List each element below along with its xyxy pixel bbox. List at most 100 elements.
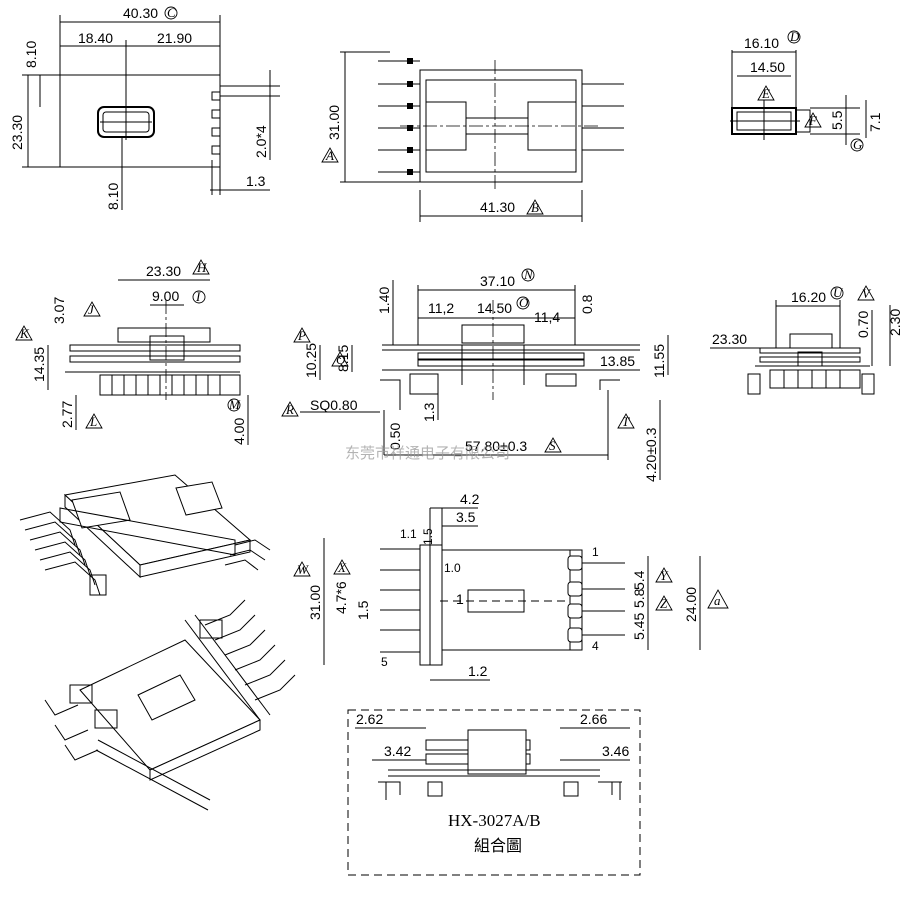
mark-l: L <box>89 414 97 429</box>
dim-a: 11,2 <box>428 300 454 316</box>
mark-k: K <box>19 326 30 341</box>
dim-h1: 10.25 <box>303 343 319 378</box>
dim-h3: 11.55 <box>651 344 667 378</box>
mark-x: X <box>337 560 347 575</box>
dim-d2: 0.50 <box>387 423 403 450</box>
dim-sr-h1: 0.70 <box>855 311 871 338</box>
dim-top-left: 18.40 <box>78 30 113 46</box>
dim-b-e: 1.0 <box>444 561 461 575</box>
dim-inner-14: 14.50 <box>750 59 785 75</box>
dim-width-31: 31.00 <box>326 105 342 140</box>
dim-h2: 7.1 <box>867 112 883 132</box>
dim-outer-16: 16.10 <box>744 35 779 51</box>
pin-1: 1 <box>592 545 599 559</box>
front-view: 37.10 N 11,2 14.50 O 11,4 1.40 0.8 P 10.… <box>281 267 669 482</box>
dim-pitch2: 5.45 <box>631 613 647 640</box>
mark-t: T <box>622 414 630 429</box>
pin-5: 5 <box>381 655 388 669</box>
end-view: 16.10 D 14.50 E F 5.5 7.1 G <box>730 29 883 152</box>
mark-p: P <box>297 328 306 343</box>
mark-u: U <box>833 285 844 300</box>
assembly-view: 2.62 2.66 3.42 3.46 HX-3027A/B 組合圖 <box>347 709 641 876</box>
dim-bottom-off: 8.10 <box>105 183 121 210</box>
dim-pin-thk: 1.3 <box>246 173 266 189</box>
isometric-top <box>19 474 271 596</box>
dim-d1: 1.3 <box>421 402 437 422</box>
dim-b-i: 1.2 <box>468 663 488 679</box>
mark-g: G <box>853 137 863 152</box>
mark-y: Y <box>660 568 669 583</box>
mark-b: B <box>531 200 539 215</box>
dim-b-b: 3.5 <box>456 509 476 525</box>
dim-asm-r1: 2.66 <box>580 711 607 727</box>
dim-b-f: 31.00 <box>307 585 323 620</box>
mark-h: H <box>196 260 207 275</box>
dim-sq: SQ0.80 <box>310 397 358 413</box>
dim-hpin: 4.00 <box>231 418 247 445</box>
dim-pin-pitch: 2.0*4 <box>253 125 269 158</box>
mark-e: E <box>761 86 770 101</box>
mark-z: Z <box>660 596 668 611</box>
watermark: 东莞市祥通电子有限公司 <box>345 444 510 462</box>
model-number: HX-3027A/B <box>448 811 541 830</box>
dim-b-g: 4.7*6 <box>333 581 349 614</box>
dim-length-41: 41.30 <box>480 199 515 215</box>
dim-pin-len: 4.20±0.3 <box>643 427 659 482</box>
mark-a-lower: a <box>714 593 721 608</box>
dim-side-inner: 9.00 <box>152 288 179 304</box>
dim-t1: 1.40 <box>376 287 392 314</box>
dim-pitch1: 5.4 <box>631 570 647 590</box>
dim-b-d: 1.5 <box>421 528 435 545</box>
mark-q: Q <box>336 352 346 367</box>
pin-4: 4 <box>592 639 599 653</box>
mark-i: I <box>195 289 201 304</box>
top-view: 40.30 C 18.40 21.90 23.30 8.10 8.10 2.0*… <box>9 5 280 210</box>
dim-b-h: 1.5 <box>355 600 371 620</box>
mark-m: M <box>228 397 241 412</box>
dim-front-width: 37.10 <box>480 273 515 289</box>
dim-h4: 13.85 <box>600 353 635 369</box>
dim-side-width: 23.30 <box>146 263 181 279</box>
dim-h1: 5.5 <box>829 110 845 130</box>
mark-c: C <box>167 5 176 20</box>
dim-b-a: 4.2 <box>460 491 480 507</box>
drawing-caption: 組合圖 <box>474 836 522 855</box>
pin-view: 1 4 5 4.2 3.5 1.1 1.5 1.0 31.00 W X 4.7*… <box>293 491 729 681</box>
dim-top-off: 8.10 <box>23 41 39 68</box>
dim-hlow: 2.77 <box>59 401 75 428</box>
dim-asm-r2: 3.46 <box>602 743 629 759</box>
dim-sr-width: 16.20 <box>791 289 826 305</box>
top-plan-view: 31.00 A 41.30 B <box>321 51 624 222</box>
mark-v: V <box>862 286 872 301</box>
mark-o: O <box>519 295 529 310</box>
dim-sr-total: 23.30 <box>712 331 747 347</box>
dim-top-right: 21.90 <box>157 30 192 46</box>
dim-htop: 3.07 <box>51 297 67 324</box>
pin-1-inner: 1 <box>456 591 464 607</box>
dim-b: 14.50 <box>477 300 512 316</box>
dim-top-width: 40.30 <box>123 5 158 21</box>
side-view-right: 16.20 U V 23.30 0.70 2.30 <box>710 285 903 395</box>
dim-htotal: 14.35 <box>31 347 47 382</box>
mark-j: J <box>88 302 95 317</box>
mark-s: S <box>549 438 556 453</box>
mark-d: D <box>789 29 800 44</box>
mark-n: N <box>523 267 534 282</box>
dim-asm-l2: 3.42 <box>384 743 411 759</box>
mark-f: F <box>808 113 818 128</box>
dim-sr-h2: 2.30 <box>887 309 903 336</box>
dim-span: 57.80±0.3 <box>465 438 527 454</box>
dim-pitch3: 5.8 <box>631 588 647 608</box>
isometric-bottom <box>44 599 296 811</box>
dim-c: 11,4 <box>534 309 560 325</box>
dim-b-c: 1.1 <box>400 527 417 541</box>
dim-t2: 0.8 <box>579 294 595 314</box>
mark-r: R <box>285 402 294 417</box>
dim-top-height: 23.30 <box>9 115 25 150</box>
mark-w: W <box>297 562 309 577</box>
dim-asm-l1: 2.62 <box>356 711 383 727</box>
side-view-left: 23.30 H 9.00 I 3.07 J K 14.35 2.77 L 4.0… <box>15 259 249 445</box>
dim-span24: 24.00 <box>683 587 699 622</box>
